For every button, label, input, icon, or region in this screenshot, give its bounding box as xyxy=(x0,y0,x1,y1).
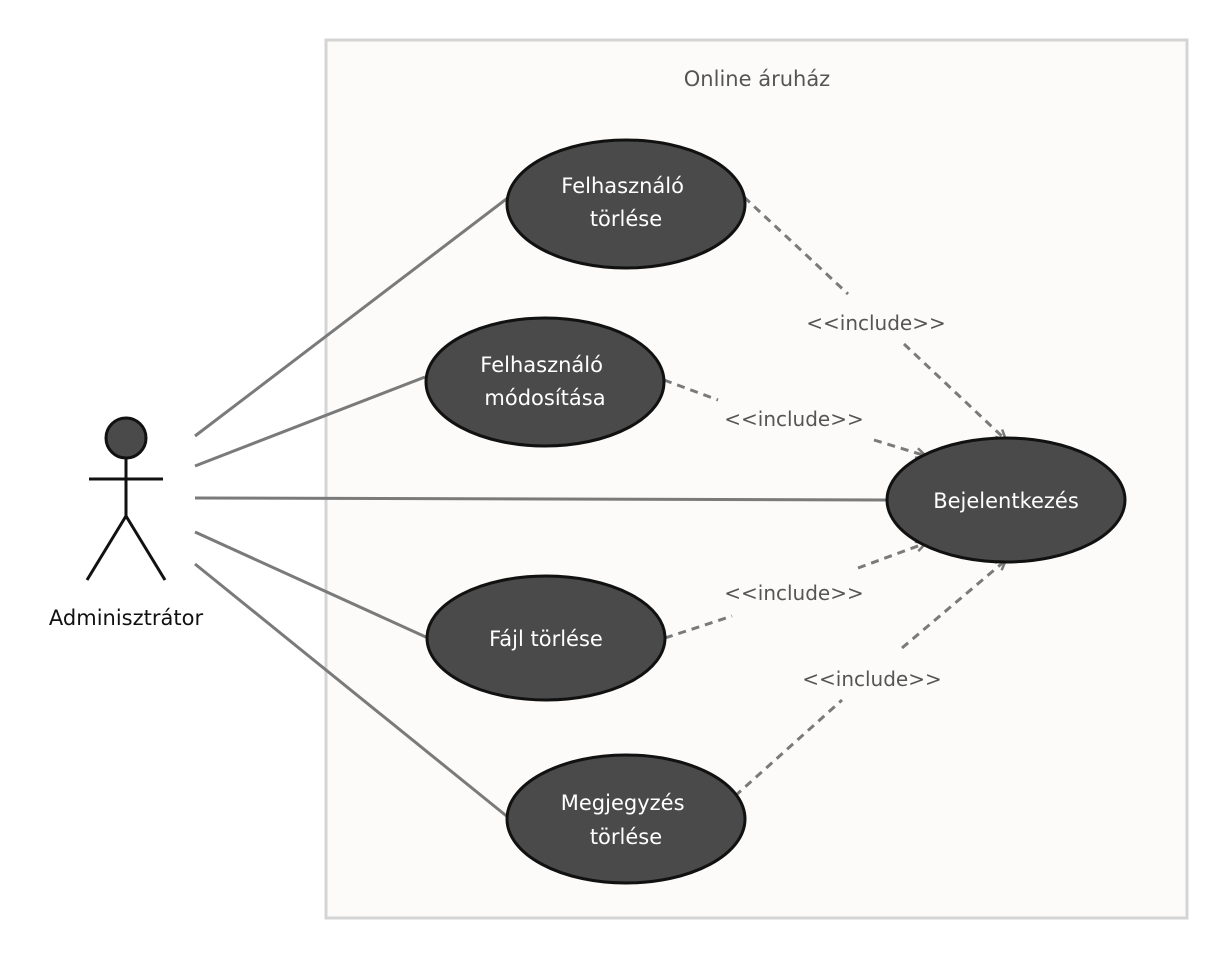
associations xyxy=(194,195,887,820)
svg-text:Fájl törlése: Fájl törlése xyxy=(489,627,603,651)
association-fajl-torlese xyxy=(194,530,429,640)
include-line-felhasznalo-torlese-b xyxy=(902,342,1006,440)
include-line-megjegyzes-torlese-b xyxy=(901,560,1006,650)
use-case-label-line: módosítása xyxy=(484,386,605,410)
use-case-felhasznalo-torlese: Felhasználó törlése xyxy=(505,138,747,270)
actor-right-leg xyxy=(124,515,167,581)
association-felhasznalo-torlese xyxy=(194,195,510,438)
svg-text:Felhasználó módosítása: Felhasználó módosítása xyxy=(480,353,609,410)
include-line-fajl-torlese-b xyxy=(857,543,926,570)
use-case-label-line: törlése xyxy=(590,825,662,849)
use-case-megjegyzes-torlese: Megjegyzés törlése xyxy=(505,753,747,885)
include-label-megjegyzes-torlese: <<include>> xyxy=(802,667,942,691)
association-felhasznalo-modositasa xyxy=(194,375,426,468)
use-case-label-line: Megjegyzés xyxy=(561,791,685,815)
actor-head xyxy=(104,416,148,460)
use-case-fajl-torlese: Fájl törlése xyxy=(425,574,667,702)
include-line-fajl-torlese-a xyxy=(664,614,733,640)
include-line-megjegyzes-torlese-a xyxy=(733,698,844,798)
include-label-fajl-torlese: <<include>> xyxy=(724,581,864,605)
system-title: Online áruház xyxy=(684,67,830,91)
include-label-felhasznalo-torlese: <<include>> xyxy=(806,311,946,335)
use-case-label-line: Bejelentkezés xyxy=(933,489,1079,513)
include-line-felhasznalo-torlese-a xyxy=(742,195,850,296)
actor-name: Adminisztrátor xyxy=(49,606,204,630)
actor-stick-figure-icon xyxy=(85,416,167,581)
actor-left-leg xyxy=(85,515,128,581)
association-bejelentkezes xyxy=(194,496,887,502)
use-case-label-line: Felhasználó xyxy=(561,174,684,198)
use-case-felhasznalo-modositasa: Felhasználó módosítása xyxy=(424,316,666,448)
include-label-felhasznalo-modositasa: <<include>> xyxy=(724,407,864,431)
use-case-label-line: Fájl törlése xyxy=(489,627,603,651)
use-case-label-line: törlése xyxy=(590,207,662,231)
include-line-felhasznalo-modositasa-b xyxy=(873,438,926,456)
svg-text:Felhasználó törlése: Felhasználó törlése xyxy=(561,174,690,231)
include-relations xyxy=(663,195,1006,798)
svg-text:Megjegyzés törlése: Megjegyzés törlése xyxy=(561,791,691,849)
use-case-label-line: Felhasználó xyxy=(480,353,603,377)
svg-text:Bejelentkezés: Bejelentkezés xyxy=(933,489,1079,513)
association-megjegyzes-torlese xyxy=(194,562,510,820)
include-line-felhasznalo-modositasa-a xyxy=(663,378,719,402)
use-case-bejelentkezes: Bejelentkezés xyxy=(885,436,1127,564)
